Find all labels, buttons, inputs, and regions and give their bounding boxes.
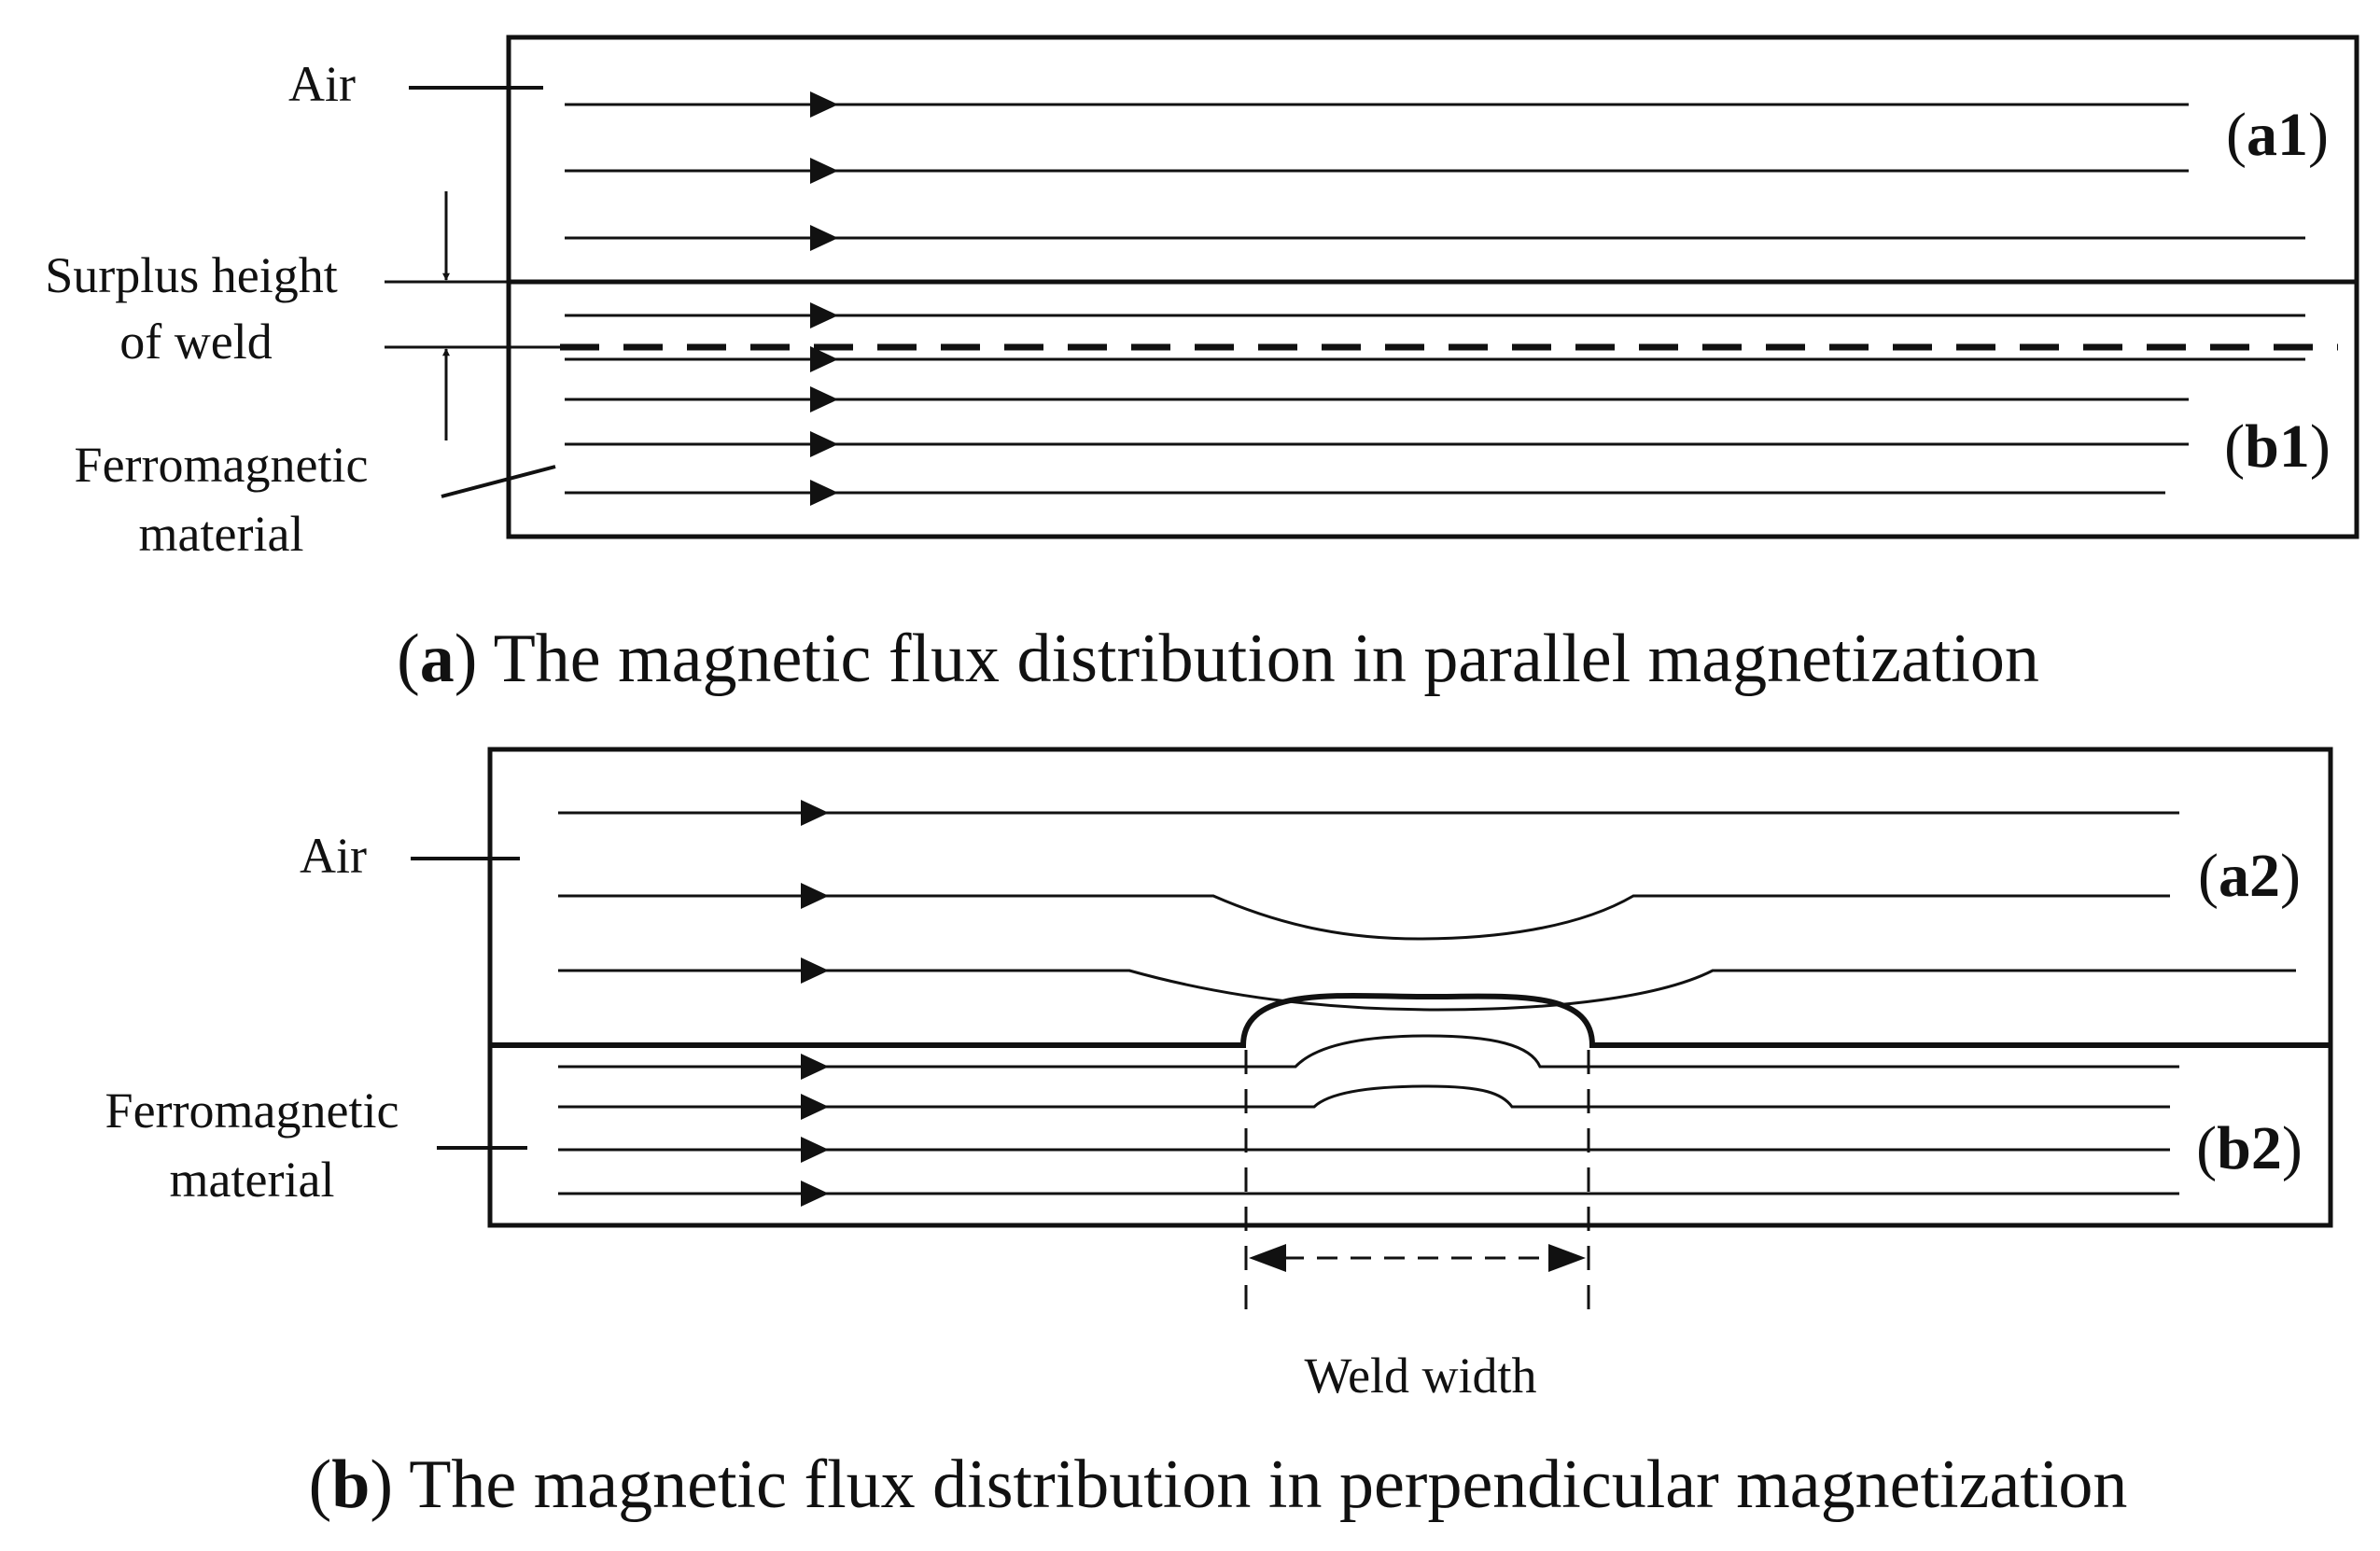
- panel-a-caption: (a) The magnetic flux distribution in pa…: [397, 621, 2039, 697]
- panel-a-ferro-label-line1: Ferromagnetic: [75, 437, 369, 493]
- flux-arrow: [801, 1054, 829, 1080]
- tag-open: (: [2224, 412, 2245, 481]
- tag-close: ): [2310, 412, 2331, 481]
- tag-bold: b2: [2217, 1114, 2282, 1182]
- flux-arrow: [801, 1181, 829, 1207]
- caption-bold: a: [420, 621, 455, 697]
- caption-open: (: [397, 621, 420, 697]
- panel-b-air-flux-lines: [558, 800, 2296, 1012]
- caption-bold: b: [331, 1446, 370, 1523]
- tag-open: (: [2198, 842, 2219, 910]
- tag-close: ): [2280, 842, 2301, 910]
- panel-a-tag-a1: (a1): [2226, 101, 2329, 169]
- flux-arrow: [810, 480, 838, 506]
- panel-b-ferro-label-line1: Ferromagnetic: [105, 1083, 399, 1139]
- panel-b-weld-bump-interface: [490, 992, 2331, 1048]
- panel-a: Air Surplus height of weld Ferromagnetic…: [45, 35, 2359, 697]
- flux-line: [558, 1034, 2179, 1069]
- flux-arrow: [801, 957, 829, 984]
- flux-arrow: [810, 91, 838, 118]
- panel-a-air-flux-lines: [565, 91, 2305, 251]
- panel-a-frame: [506, 35, 2359, 539]
- panel-b-ferro-label-line2: material: [170, 1152, 335, 1208]
- flux-arrow: [801, 800, 829, 826]
- tag-bold: a1: [2247, 101, 2308, 169]
- tag-close: ): [2282, 1114, 2303, 1182]
- tag-bold: a2: [2219, 842, 2280, 910]
- panel-b-caption: (b) The magnetic flux distribution in pe…: [309, 1446, 2128, 1523]
- flux-arrow: [801, 1137, 829, 1163]
- flux-line: [558, 1084, 2170, 1109]
- flux-arrow: [810, 158, 838, 184]
- panel-b-air-label: Air: [300, 828, 367, 884]
- flux-arrow: [810, 431, 838, 457]
- panel-b-weld-width-left-arrowhead: [1249, 1244, 1286, 1272]
- panel-b-ferro-flux-lines: [558, 1034, 2179, 1207]
- flux-arrow: [810, 302, 838, 328]
- panel-b-tag-a2: (a2): [2198, 842, 2301, 910]
- caption-open: (: [309, 1446, 332, 1523]
- panel-b: Weld width Air Ferromagnetic material (a…: [105, 747, 2333, 1523]
- flux-line: [558, 894, 2170, 941]
- flux-line: [558, 969, 2296, 1012]
- tag-close: ): [2308, 101, 2329, 169]
- panel-a-air-label: Air: [288, 56, 356, 112]
- panel-a-surplus-label-line2: of weld: [119, 314, 272, 370]
- caption-rest: ) The magnetic flux distribution in para…: [455, 621, 2039, 697]
- panel-a-tag-b1: (b1): [2224, 412, 2331, 481]
- panel-a-ferro-label-line2: material: [139, 506, 304, 562]
- flux-arrow: [810, 225, 838, 251]
- panel-b-weld-width-label: Weld width: [1304, 1348, 1536, 1404]
- caption-rest: ) The magnetic flux distribution in perp…: [370, 1446, 2127, 1523]
- panel-a-surplus-label-line1: Surplus height: [45, 247, 338, 303]
- panel-a-ferro-leader: [441, 465, 556, 498]
- tag-bold: b1: [2245, 412, 2310, 481]
- tag-open: (: [2226, 101, 2247, 169]
- flux-arrow: [801, 883, 829, 909]
- panel-b-frame: [487, 747, 2333, 1228]
- tag-open: (: [2196, 1114, 2217, 1182]
- panel-b-weld-width-right-arrowhead: [1548, 1244, 1586, 1272]
- panel-b-tag-b2: (b2): [2196, 1114, 2303, 1182]
- panel-a-ferro-flux-lines: [565, 302, 2305, 506]
- flux-arrow: [810, 386, 838, 412]
- flux-arrow: [810, 346, 838, 372]
- flux-arrow: [801, 1094, 829, 1120]
